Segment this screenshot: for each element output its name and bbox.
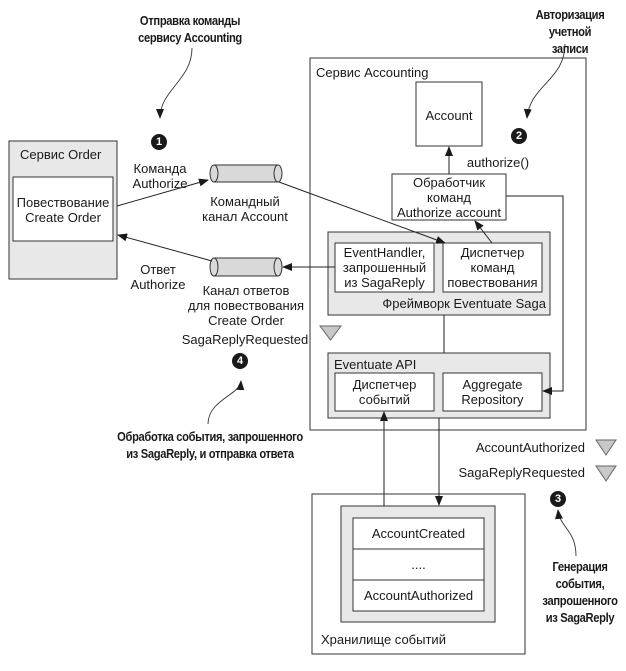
event-handler-box [334,242,435,293]
annotation-authorize-account: Авторизация учетной записи [535,7,605,56]
step-badge-2: 2 [511,128,527,144]
event-handler-label: EventHandler, запрошенный из SagaReply [342,245,427,290]
annotation-2-pointer [523,43,566,119]
aggregate-repository-label: Aggregate Repository [461,377,524,407]
accounting-service-title: Сервис Accounting [316,65,429,80]
account-label: Account [425,108,473,123]
command-authorize-label: Команда Authorize [132,161,188,191]
arrow-dispatcher-to-handler [474,220,493,244]
saga-framework-title: Фреймворк Eventuate Saga [382,296,546,311]
create-order-saga-label: Повествование Create Order [16,195,110,225]
saga-reply-triangle-icon [319,325,342,341]
event-row: .... [411,557,426,572]
annotation-handle-event: Обработка события, запрошенного из SagaR… [117,429,303,461]
event-row: AccountAuthorized [363,588,474,603]
annotation-4-pointer [207,380,245,425]
step-badge-1: 1 [151,134,167,150]
saga-reply-requested-event-label: SagaReplyRequested [458,465,585,480]
command-handler-box [391,173,507,221]
event-list-box [352,517,485,612]
command-dispatcher-box [442,242,543,293]
annotation-send-command: Отправка команды сервису Accounting [138,13,242,45]
authorize-call-label: authorize() [466,155,530,170]
step-badge-4: 4 [232,353,248,369]
event-row: AccountCreated [371,526,466,541]
account-box [415,81,483,147]
command-dispatcher-label: Диспетчер команд повествования [447,245,538,290]
step-badge-3: 3 [550,491,566,507]
reply-channel-cylinder [209,257,283,277]
event-dispatcher-box [334,372,435,412]
event-store-title: Хранилище событий [321,632,446,647]
event-dispatcher-label: Диспетчер событий [352,377,417,407]
create-order-saga-box [12,176,114,242]
annotation-3-pointer [555,509,577,557]
arrow-handler-to-aggregate-repository [506,195,564,395]
eventuate-api-title: Eventuate API [334,357,417,372]
arrow-reply-channel-to-saga [117,233,213,262]
annotation-1-pointer [156,47,193,119]
saga-reply-requested-triangle-icon [595,465,617,482]
arrow-saga-to-command-channel [116,178,209,207]
authorize-reply-label: Ответ Authorize [130,262,186,292]
order-service-title: Сервис Order [20,147,102,162]
command-channel-label: Командный канал Account [202,194,288,224]
reply-channel-label: Канал ответов для повествования Create O… [188,283,304,328]
command-channel-cylinder [209,164,283,183]
saga-reply-requested-label: SagaReplyRequested [181,332,309,347]
account-authorized-triangle-icon [595,439,617,456]
annotation-generate-event: Генерация события, запрошенного из SagaR… [542,559,618,625]
arrow-command-channel-to-dispatcher [278,181,446,244]
account-authorized-event-label: AccountAuthorized [475,440,585,455]
command-handler-label: Обработчик команд Authorize account [396,175,502,220]
